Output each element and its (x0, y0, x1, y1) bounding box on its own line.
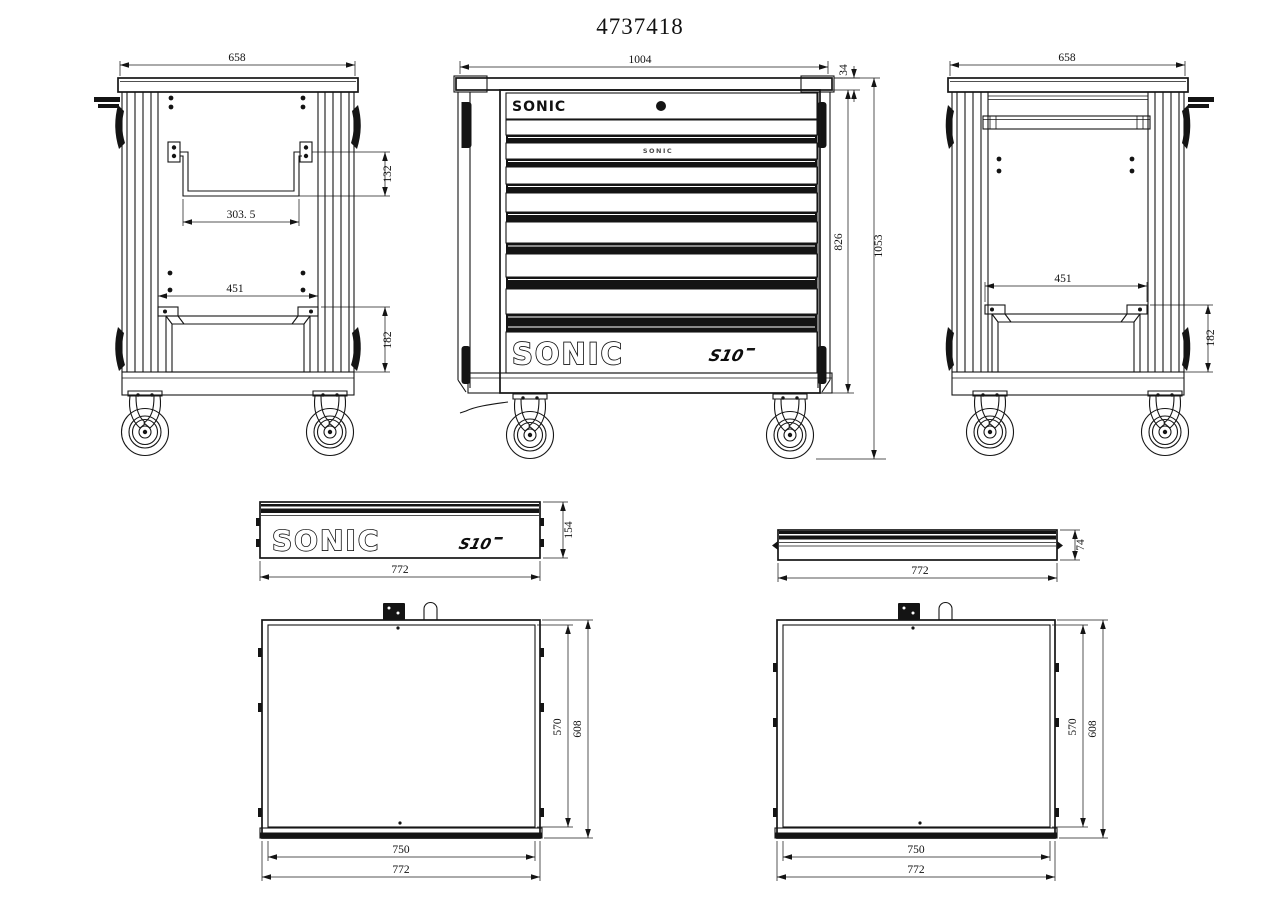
svg-text:750: 750 (392, 844, 410, 856)
svg-text:132: 132 (382, 165, 394, 183)
tray-top-view-right: 570 608 750 772 (773, 601, 1108, 881)
panel-body (772, 529, 1063, 561)
svg-text:1004: 1004 (629, 54, 652, 66)
dim-outer-width: 772 (776, 841, 1056, 881)
front-body: SONIC SONIC SONIC S10 (453, 75, 835, 460)
dim-front-width: 1004 (459, 54, 829, 74)
dim-panel-height: 154 (543, 501, 575, 559)
drawer-emboss: SONIC (643, 147, 673, 155)
dim-panel-width: 772 (259, 561, 541, 581)
handle-bracket (167, 141, 313, 197)
side-latch-icon (461, 102, 472, 148)
svg-text:608: 608 (1087, 720, 1099, 738)
model-badge: S10 (457, 535, 503, 553)
latch-icon (383, 603, 405, 620)
tray-top-view-left: 570 608 750 772 (258, 601, 593, 881)
dim-inner-depth: 570 (1052, 624, 1088, 828)
lower-tray (984, 304, 1148, 373)
lock-icon (656, 101, 666, 111)
hook-icon (938, 601, 953, 620)
tray-body (773, 601, 1059, 839)
dim-left-width: 658 (119, 52, 356, 76)
bottom-brand-panel: SONIC S10 (505, 331, 818, 374)
brand-logo: SONIC (512, 99, 566, 115)
model-badge: S10 (707, 346, 756, 365)
hook-icon (423, 601, 438, 620)
svg-text:1053: 1053 (873, 234, 885, 257)
dim-inner-width: 750 (782, 841, 1051, 861)
side-latch-icon (115, 105, 125, 149)
dim-tray-height: 182 (1143, 304, 1217, 373)
push-handle-knob (94, 97, 120, 108)
dim-body-height: 826 (822, 90, 854, 394)
svg-text:772: 772 (911, 565, 929, 577)
dim-tray-height: 182 (313, 306, 394, 373)
right-side-view: 658 (945, 52, 1217, 457)
dim-tray-width: 451 (984, 273, 1148, 302)
svg-text:303. 5: 303. 5 (227, 209, 256, 221)
side-latch-icon (945, 105, 954, 149)
svg-text:772: 772 (392, 864, 410, 876)
dim-panel-width: 772 (777, 563, 1058, 582)
push-handle-knob (1188, 97, 1214, 108)
short-drawer-front-view: 74 772 (772, 529, 1087, 582)
brand-logo: SONIC (512, 337, 624, 371)
svg-text:772: 772 (907, 864, 925, 876)
dim-panel-height: 74 (1060, 529, 1087, 561)
brake-lever-icon (459, 401, 509, 414)
panel-body: SONIC S10 (256, 501, 544, 559)
svg-text:826: 826 (833, 233, 845, 251)
dim-outer-width: 772 (261, 841, 541, 881)
dim-tray-width: 451 (157, 283, 319, 306)
svg-text:34: 34 (838, 64, 850, 76)
tray-body (258, 601, 544, 839)
drawing-number: 4737418 (596, 14, 684, 39)
svg-text:658: 658 (1058, 52, 1076, 64)
left-view-body (94, 77, 361, 457)
front-view: 1004 SONIC SONIC (453, 54, 886, 460)
svg-text:608: 608 (572, 720, 584, 738)
svg-text:154: 154 (563, 521, 575, 539)
dim-handle-drop: 132 (299, 151, 394, 197)
dim-outer-depth: 608 (1057, 619, 1108, 839)
dim-total-height: 1053 (816, 77, 886, 460)
tall-drawer-front-view: SONIC S10 154 772 (256, 501, 575, 581)
svg-text:S10: S10 (707, 346, 745, 365)
side-tab (258, 648, 544, 817)
push-bar (982, 115, 1151, 130)
svg-text:570: 570 (1067, 718, 1079, 736)
svg-text:182: 182 (1205, 329, 1217, 347)
svg-text:658: 658 (228, 52, 246, 64)
top-lock-panel: SONIC (505, 92, 818, 120)
dim-right-width: 658 (949, 52, 1186, 76)
svg-text:182: 182 (382, 331, 394, 349)
side-tab (773, 663, 1059, 817)
svg-text:750: 750 (907, 844, 925, 856)
svg-text:451: 451 (1054, 273, 1072, 285)
svg-text:451: 451 (226, 283, 244, 295)
right-view-body (945, 77, 1214, 457)
svg-text:S10: S10 (457, 535, 493, 553)
drawer-stack: SONIC (505, 119, 818, 332)
dim-inner-depth: 570 (537, 624, 573, 828)
dim-handle-width: 303. 5 (182, 199, 300, 226)
brand-logo: SONIC (272, 524, 380, 557)
dim-inner-width: 750 (267, 841, 536, 861)
svg-text:772: 772 (391, 564, 409, 576)
svg-text:570: 570 (552, 718, 564, 736)
svg-text:74: 74 (1075, 539, 1087, 551)
dim-outer-depth: 608 (542, 619, 593, 839)
latch-icon (898, 603, 920, 620)
lower-tray (157, 306, 319, 373)
left-side-view: 658 (94, 52, 394, 457)
